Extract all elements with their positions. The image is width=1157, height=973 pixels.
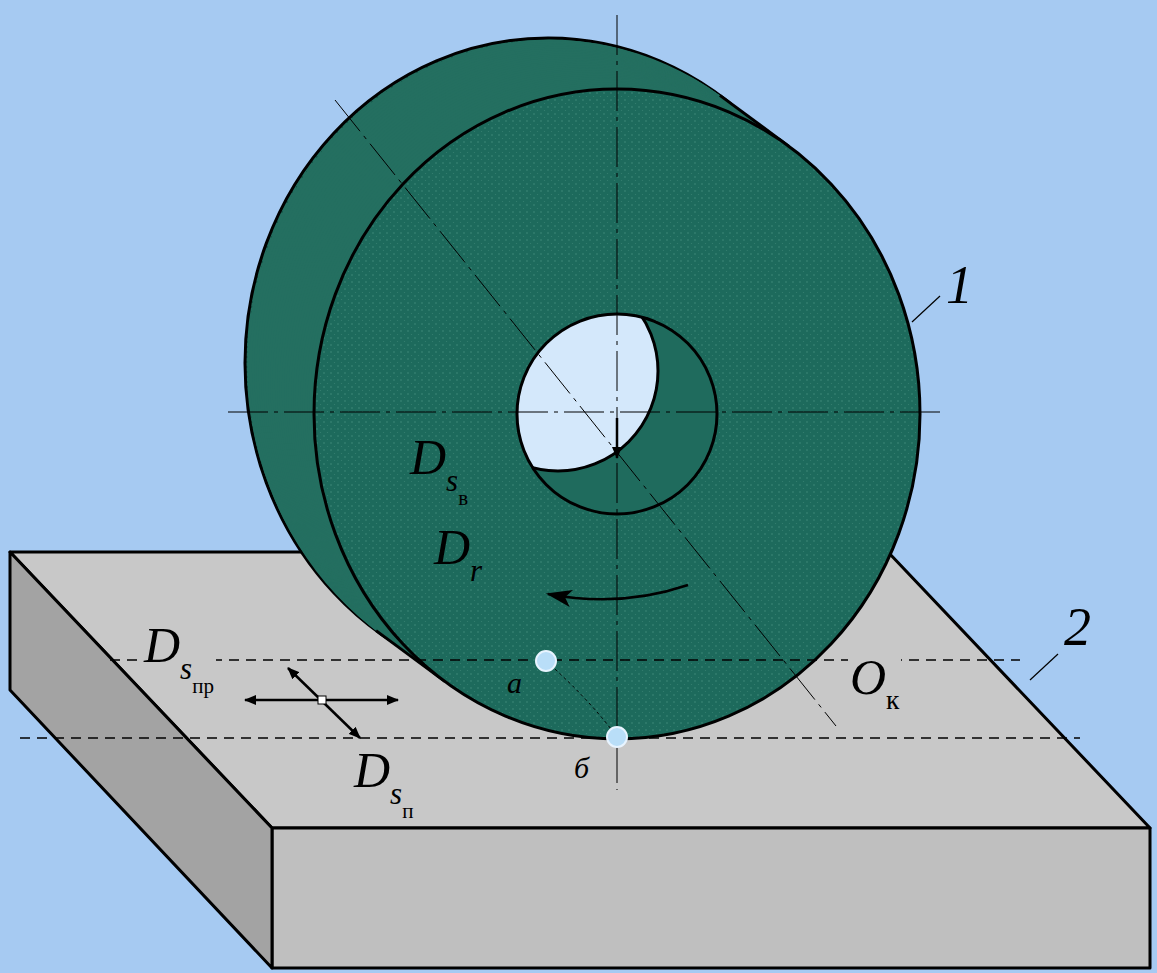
contact-point — [607, 727, 627, 747]
point-label: а — [505, 668, 524, 698]
label-part: б — [574, 751, 589, 784]
point-label: Oк — [848, 652, 901, 702]
motion-label: Dr — [432, 522, 484, 572]
point-label: б — [572, 753, 591, 783]
label-part: O — [850, 649, 886, 705]
feed-arrows — [245, 668, 398, 738]
callout-number: 2 — [1062, 600, 1093, 654]
label-part: s — [446, 463, 458, 498]
contact-point — [536, 651, 556, 671]
leader-lines — [912, 296, 1058, 680]
label-part: к — [886, 684, 899, 715]
label-part: D — [354, 742, 390, 798]
label-part: 2 — [1064, 597, 1091, 657]
motion-label: Dsп — [352, 745, 415, 795]
grinding-wheel — [245, 38, 920, 739]
label-part: D — [144, 617, 180, 673]
label-part: s — [180, 651, 192, 686]
rotation-arrow — [548, 585, 688, 599]
label-part: пр — [192, 674, 214, 698]
label-part: 1 — [946, 255, 973, 315]
label-part: а — [507, 666, 522, 699]
contact-arc — [546, 661, 617, 737]
label-part: s — [390, 776, 402, 811]
label-part: в — [458, 486, 468, 510]
callout-number: 1 — [944, 258, 975, 312]
label-part: r — [470, 553, 482, 588]
label-part: D — [410, 429, 446, 485]
feed-arrow — [616, 418, 619, 458]
center-lines — [228, 15, 945, 790]
motion-label: Dsв — [408, 432, 470, 482]
motion-label: Dsпр — [142, 620, 216, 670]
label-part: п — [402, 799, 413, 823]
label-part: D — [434, 519, 470, 575]
